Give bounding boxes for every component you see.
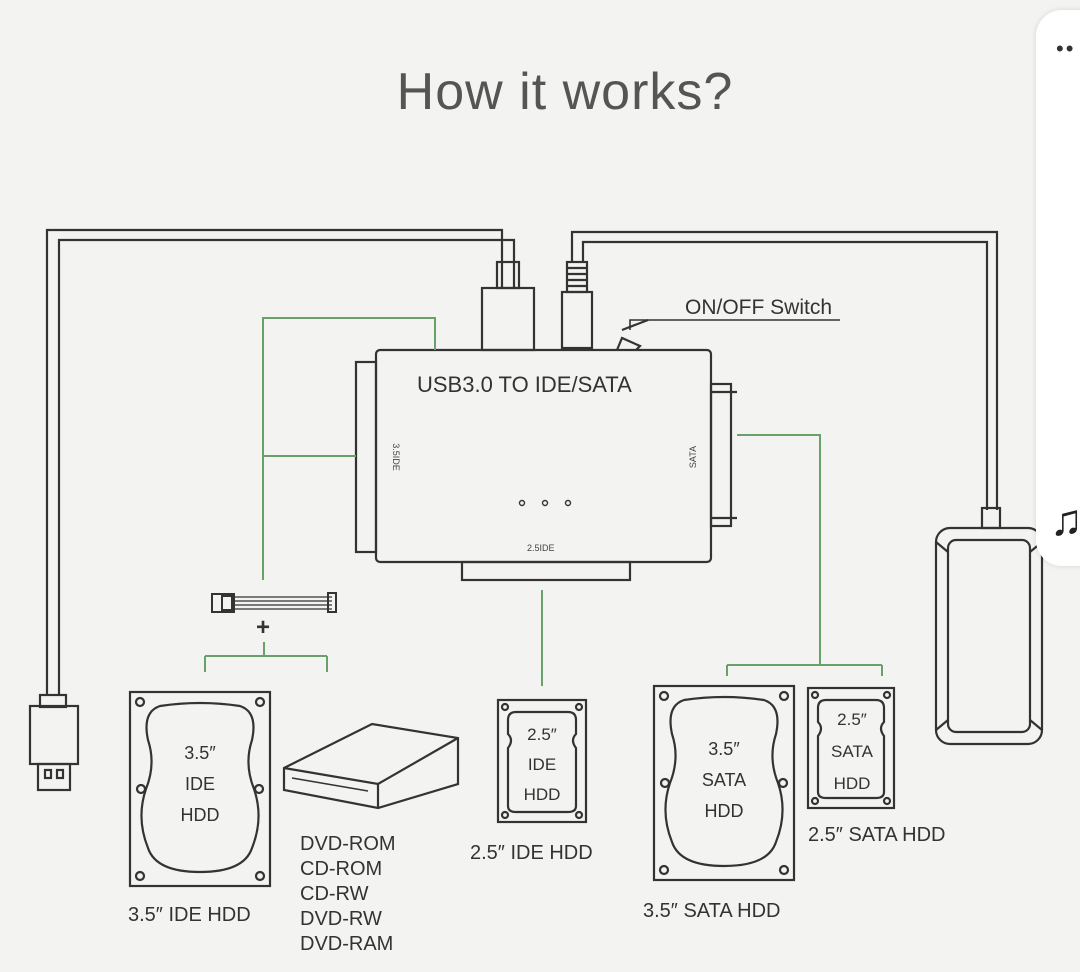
power-adapter [934,506,1044,746]
plus-sign: + [256,614,271,641]
optical-drive-list: DVD-ROM CD-ROM CD-RW DVD-RW DVD-RAM [300,832,396,957]
hdd-35-ide-label: 3.5″ IDE HDD [170,738,230,831]
molex-cable [211,592,337,613]
hdd-label-line: HDD [180,805,220,825]
adapter-body [354,318,737,582]
usb-cable [45,228,516,695]
switch-label: ON/OFF Switch [685,296,833,319]
hdd-label-line: SATA [831,742,873,761]
hdd-label-line: SATA [701,770,747,790]
list-item: DVD-RW [300,908,382,930]
hdd-label-line: HDD [833,774,871,793]
power-cable [570,230,999,510]
hdd-25-ide [496,698,588,824]
hdd-label-line: HDD [523,785,561,804]
hdd-25-ide-caption: 2.5″ IDE HDD [470,842,593,864]
switch-leader [629,319,840,330]
usb-a-plug [28,693,80,792]
hdd-label-line: 2.5″ [527,725,557,744]
list-item: DVD-RAM [300,933,394,955]
usb-plug-top [480,260,536,352]
port-label-35ide: 3.5IDE [390,443,401,471]
more-dots-icon[interactable]: •• [1056,36,1076,61]
indicator-leds [518,499,572,507]
port-label-25ide: 2.5IDE [527,543,555,553]
hdd-label-line: IDE [184,774,215,794]
optical-drive [282,722,460,810]
hdd-35-sata [652,684,796,882]
floating-side-panel[interactable]: •• ♫ [1036,10,1080,566]
port-label-sata: SATA [688,445,699,469]
list-item: CD-RW [300,883,369,905]
hdd-25-sata [806,686,896,810]
hdd-label-line: 3.5″ [708,739,740,759]
list-item: DVD-ROM [300,833,396,855]
hdd-label-line: HDD [704,801,744,821]
hdd-35-ide-caption: 3.5″ IDE HDD [128,904,251,926]
hdd-25-ide-label: 2.5″ IDE HDD [517,720,567,810]
music-note-icon[interactable]: ♫ [1050,496,1080,545]
adapter-label: USB3.0 TO IDE/SATA [417,372,632,397]
hdd-label-line: IDE [527,755,557,774]
dc-plug [560,260,594,350]
page-title: How it works? [396,63,734,121]
hdd-label-line: 3.5″ [184,743,216,763]
hdd-label-line: 2.5″ [837,710,867,729]
hdd-25-sata-caption: 2.5″ SATA HDD [808,824,946,846]
hdd-25-sata-label: 2.5″ SATA HDD [824,704,880,800]
hdd-35-sata-caption: 3.5″ SATA HDD [643,900,781,922]
green-connector-lines [204,317,883,686]
list-item: CD-ROM [300,858,383,880]
hdd-35-ide [128,690,272,888]
hdd-35-sata-label: 3.5″ SATA HDD [694,734,754,827]
